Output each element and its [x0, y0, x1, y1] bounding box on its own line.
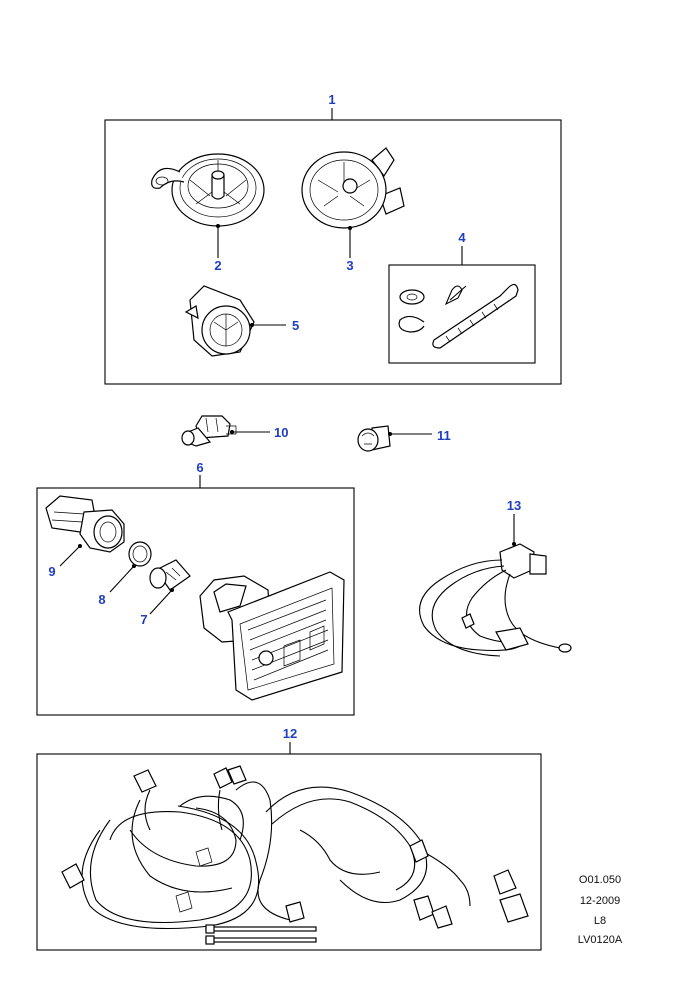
bulb-part-7 [149, 559, 191, 591]
main-wiring-harness-part-12 [61, 765, 529, 930]
callout-2: 2 [214, 258, 221, 273]
group-box-12 [36, 753, 542, 951]
callout-8: 8 [98, 592, 105, 607]
callout-13: 13 [507, 498, 521, 513]
callout-12: 12 [283, 726, 297, 741]
callout-10: 10 [274, 425, 288, 440]
bulb-part-10 [181, 415, 237, 447]
harness-part-13 [419, 543, 572, 657]
reference-code: O01.050 [578, 874, 622, 886]
reference-model: L8 [593, 915, 607, 927]
fog-lamp-reflector-part-2 [151, 153, 265, 227]
bulb-holder-part-5 [184, 285, 255, 357]
callout-11: 11 [437, 428, 451, 443]
callout-7: 7 [140, 612, 147, 627]
fog-lamp-unit-part-3 [301, 147, 405, 229]
callout-5: 5 [292, 318, 299, 333]
bulb-socket-part-9 [45, 495, 125, 553]
group-box-1 [104, 119, 562, 385]
callout-1: 1 [328, 92, 335, 107]
reference-illustration-id: LV0120A [577, 934, 623, 946]
callout-3: 3 [346, 258, 353, 273]
reference-date: 12-2009 [579, 895, 621, 907]
fixing-kit-part-4 [398, 283, 519, 349]
callout-6: 6 [196, 460, 203, 475]
seal-ring-part-8 [128, 541, 152, 567]
callout-4: 4 [458, 230, 466, 245]
group-box-4 [388, 264, 536, 364]
callout-9: 9 [48, 564, 55, 579]
cable-ties [205, 924, 317, 945]
side-indicator-lamp [199, 571, 345, 701]
group-box-6 [36, 487, 355, 716]
bulb-part-11 [357, 425, 391, 452]
